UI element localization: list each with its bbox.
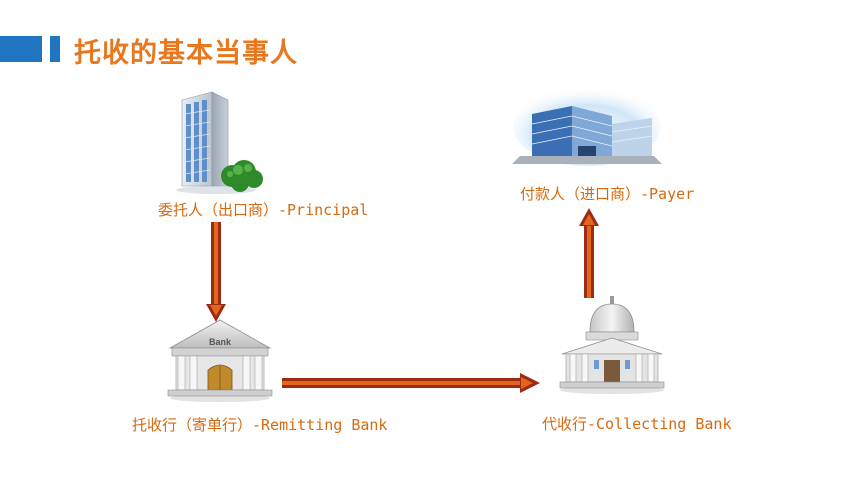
office-building-icon xyxy=(176,91,263,194)
building-complex-icon xyxy=(512,86,662,166)
payer-label: 付款人（进口商）-Payer xyxy=(520,185,695,203)
arrow-collecting-bank-to-payer xyxy=(579,208,599,298)
header-accent-bar xyxy=(0,36,42,62)
page-title: 托收的基本当事人 xyxy=(74,38,298,69)
domed-bank-icon xyxy=(559,296,665,394)
remitting-bank-label: 托收行（寄单行）-Remitting Bank xyxy=(132,416,388,434)
bank-sign-text: Bank xyxy=(209,337,232,347)
arrow-principal-to-remitting-bank xyxy=(206,222,226,322)
principal-label: 委托人（出口商）-Principal xyxy=(158,201,369,219)
collecting-bank-label: 代收行-Collecting Bank xyxy=(542,415,732,433)
bank-building-icon: Bank xyxy=(167,319,273,402)
header-accent-marker xyxy=(50,36,60,62)
arrow-remitting-to-collecting-bank xyxy=(282,373,540,393)
